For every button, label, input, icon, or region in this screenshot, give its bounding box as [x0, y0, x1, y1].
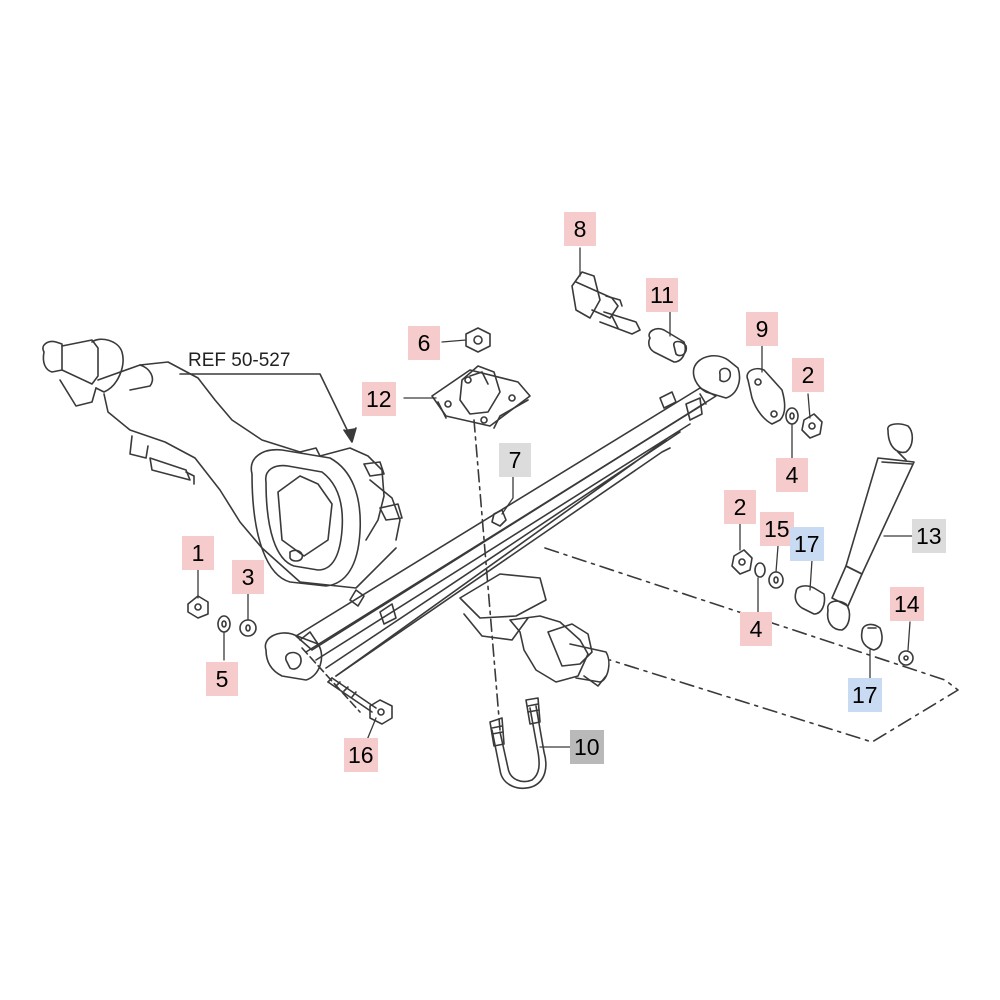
washer-14: [898, 650, 914, 666]
callout-1[interactable]: 1: [182, 536, 214, 570]
callout-2-upper[interactable]: 2: [792, 358, 824, 392]
bushing-11: [648, 327, 688, 363]
shackle-bracket: [571, 271, 641, 335]
washer-3: [239, 619, 257, 637]
callout-11[interactable]: 11: [646, 278, 678, 312]
callout-15[interactable]: 15: [760, 512, 794, 546]
bolt-16: [327, 677, 393, 725]
callout-12[interactable]: 12: [362, 382, 396, 416]
callout-14[interactable]: 14: [890, 587, 924, 621]
leaf-spring: [264, 355, 741, 681]
callout-3[interactable]: 3: [232, 560, 264, 594]
bushing-17-right: [860, 623, 883, 651]
nut-6: [465, 327, 491, 353]
bushing-17-left: [794, 585, 826, 615]
callout-17-upper[interactable]: 17: [790, 527, 824, 561]
spring-seat: [459, 573, 610, 687]
callout-17-lower[interactable]: 17: [848, 678, 882, 712]
washer-4-upper: [785, 407, 799, 425]
callout-4-lower[interactable]: 4: [740, 612, 772, 646]
nut-2-upper: [801, 413, 823, 439]
nut-1: [187, 595, 209, 619]
spring-clamp-plate: [431, 365, 531, 429]
callout-2-lower[interactable]: 2: [724, 490, 756, 524]
shackle-plate: [746, 367, 786, 425]
callout-10[interactable]: 10: [570, 730, 604, 764]
shock-absorber: [826, 423, 915, 631]
callout-6[interactable]: 6: [408, 326, 440, 360]
reference-label: REF 50-527: [188, 350, 291, 371]
u-bolt: [489, 697, 547, 790]
callout-8[interactable]: 8: [564, 212, 596, 246]
ubolt-axis-line: [473, 419, 501, 731]
bolt-7: [491, 509, 507, 527]
callout-7[interactable]: 7: [499, 443, 531, 477]
callout-9[interactable]: 9: [746, 312, 778, 346]
washer-5: [217, 615, 231, 633]
callout-4-upper[interactable]: 4: [776, 458, 808, 492]
nut-2-lower: [731, 549, 753, 575]
washer-15: [768, 571, 784, 589]
leader-lines: [197, 247, 913, 748]
callout-5[interactable]: 5: [206, 662, 238, 696]
reference-plane: [544, 547, 959, 743]
ref-leader: [179, 373, 353, 441]
washer-4-lower: [754, 562, 766, 578]
rear-axle-housing: [42, 338, 403, 589]
callout-13[interactable]: 13: [912, 519, 946, 553]
callout-16[interactable]: 16: [344, 738, 378, 772]
